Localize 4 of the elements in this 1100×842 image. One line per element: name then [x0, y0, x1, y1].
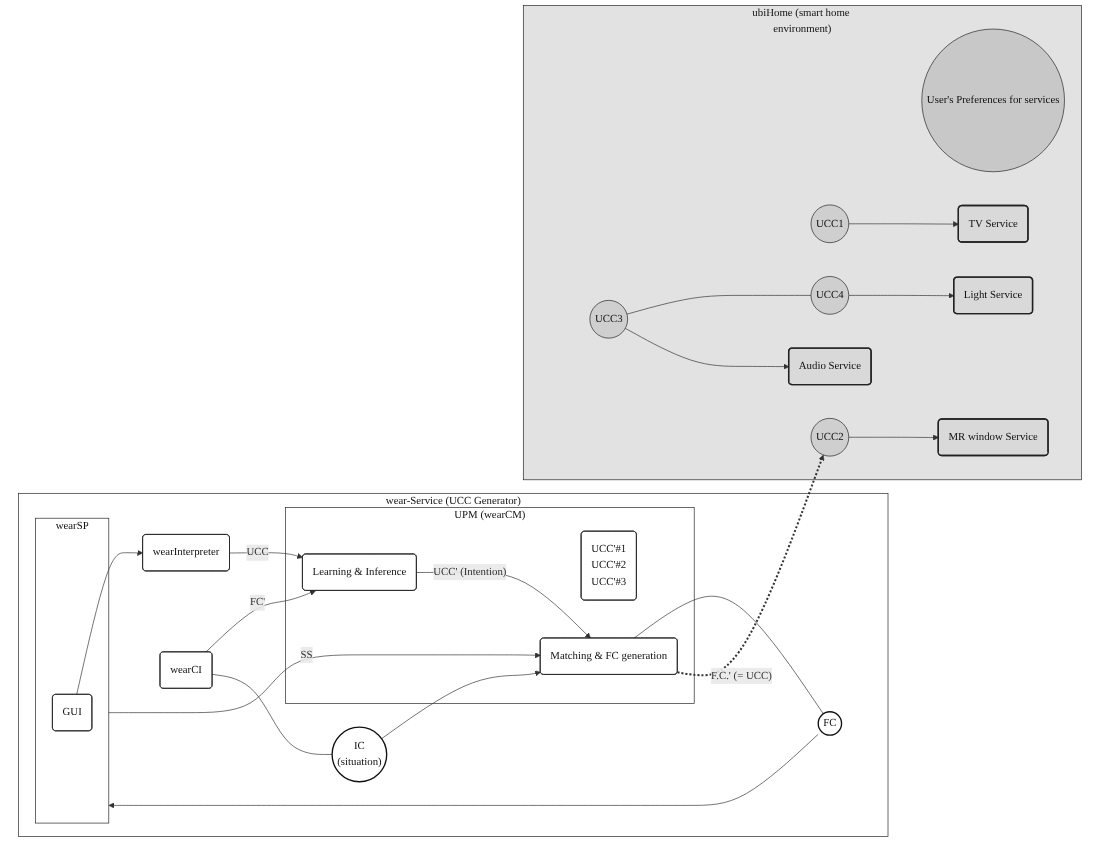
- arrow: [677, 454, 825, 677]
- connector: [633, 595, 824, 715]
- connector: [626, 295, 812, 315]
- connector: [212, 674, 333, 755]
